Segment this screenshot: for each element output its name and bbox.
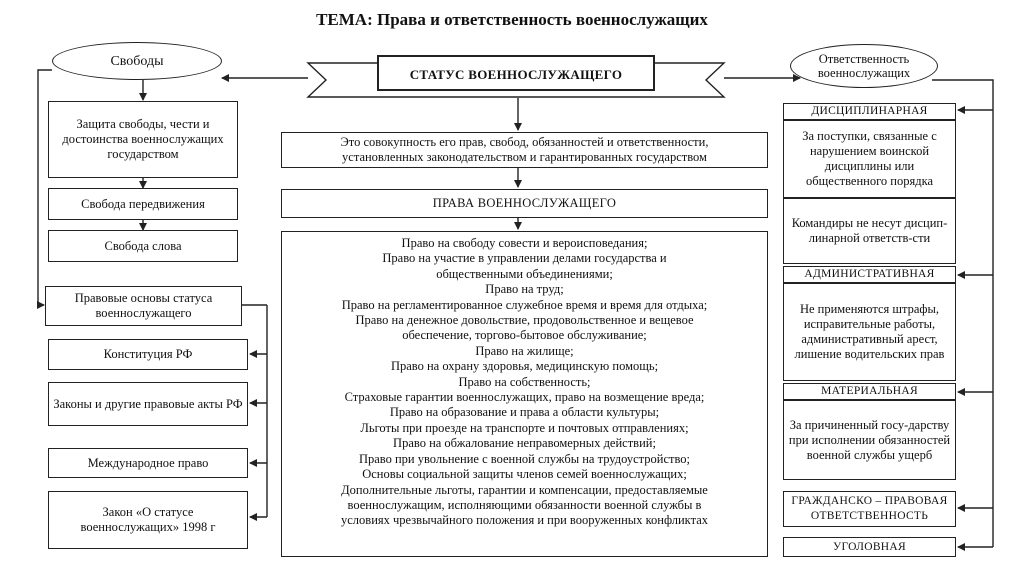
rights-item: Право на свободу совести и вероисповедан… [401, 236, 648, 250]
rights-item: общественными объединениями; [436, 266, 613, 281]
source-laws-box: Законы и другие правовые акты РФ [48, 382, 248, 426]
freedom-protection-box: Защита свободы, чести и достоинства воен… [48, 101, 238, 178]
rights-item: Право при увольнение с военной службы на… [358, 451, 691, 466]
rights-item: Право на участие в управлении делами гос… [382, 251, 667, 266]
disciplinary-item-2: Командиры не несут дисцип-линарной ответ… [783, 198, 956, 264]
rights-item: Право на жилище; [475, 343, 574, 358]
definition-line-2: установленных законодательством и гарант… [342, 150, 707, 164]
rights-list: Право на свободу совести и вероисповедан… [281, 231, 768, 557]
administrative-item-1: Не применяются штрафы, исправительные ра… [783, 283, 956, 381]
rights-item: Право на денежное довольствие, продоволь… [355, 313, 694, 328]
rights-item: обеспечение, торгово-бытовое обслуживани… [402, 328, 647, 343]
definition-line-1: Это совокупность его прав, свобод, обяза… [340, 135, 709, 149]
disciplinary-header: ДИСЦИПЛИНАРНАЯ [783, 103, 956, 120]
rights-item: Право на обжалование неправомерных дейст… [393, 436, 656, 451]
definition-box: Это совокупность его прав, свобод, обяза… [281, 132, 768, 168]
rights-item: Право на регламентированное служебное вр… [341, 297, 708, 312]
banner-center [377, 55, 655, 91]
criminal-responsibility-box: УГОЛОВНАЯ [783, 537, 956, 557]
legal-basis-box: Правовые основы статуса военнослужащего [45, 286, 242, 326]
freedoms-oval: Свободы [52, 42, 222, 80]
rights-item: Льготы при проезде на транспорте и почто… [360, 420, 689, 435]
freedom-movement-box: Свобода передвижения [48, 188, 238, 220]
administrative-header: АДМИНИСТРАТИВНАЯ [783, 266, 956, 283]
rights-item: Страховые гарантии военнослужащих, право… [344, 390, 705, 405]
rights-header: ПРАВА ВОЕННОСЛУЖАЩЕГО [281, 189, 768, 218]
source-status-law-box: Закон «О статусе военнослужащих» 1998 г [48, 491, 248, 549]
rights-item: Право на образование и права а области к… [389, 405, 660, 420]
status-banner-label: СТАТУС ВОЕННОСЛУЖАЩЕГО [409, 67, 623, 82]
responsibility-oval: Ответственность военнослужащих [790, 44, 938, 88]
rights-item: условиях чрезвычайного положения и при в… [341, 513, 708, 528]
disciplinary-item-1: За поступки, связанные с нарушением воин… [783, 120, 956, 198]
page-title: ТЕМА: Права и ответственность военнослуж… [316, 10, 708, 29]
rights-item: Право на собственность; [458, 374, 591, 389]
rights-item: Дополнительные льготы, гарантии и компен… [341, 482, 708, 497]
source-constitution-box: Конституция РФ [48, 339, 248, 370]
rights-item: Основы социальной защиты членов семей во… [362, 467, 687, 482]
material-item-1: За причиненный госу-дарству при исполнен… [783, 400, 956, 480]
civil-responsibility-box: ГРАЖДАНСКО – ПРАВОВАЯ ОТВЕТСТВЕННОСТЬ [783, 491, 956, 527]
freedom-speech-box: Свобода слова [48, 230, 238, 262]
rights-item: Право на охрану здоровья, медицинскую по… [390, 359, 659, 374]
rights-item: Право на труд; [485, 282, 564, 297]
material-header: МАТЕРИАЛЬНАЯ [783, 383, 956, 400]
rights-item: военнослужащим, исполняющими обязанности… [347, 497, 702, 512]
source-international-box: Международное право [48, 448, 248, 478]
